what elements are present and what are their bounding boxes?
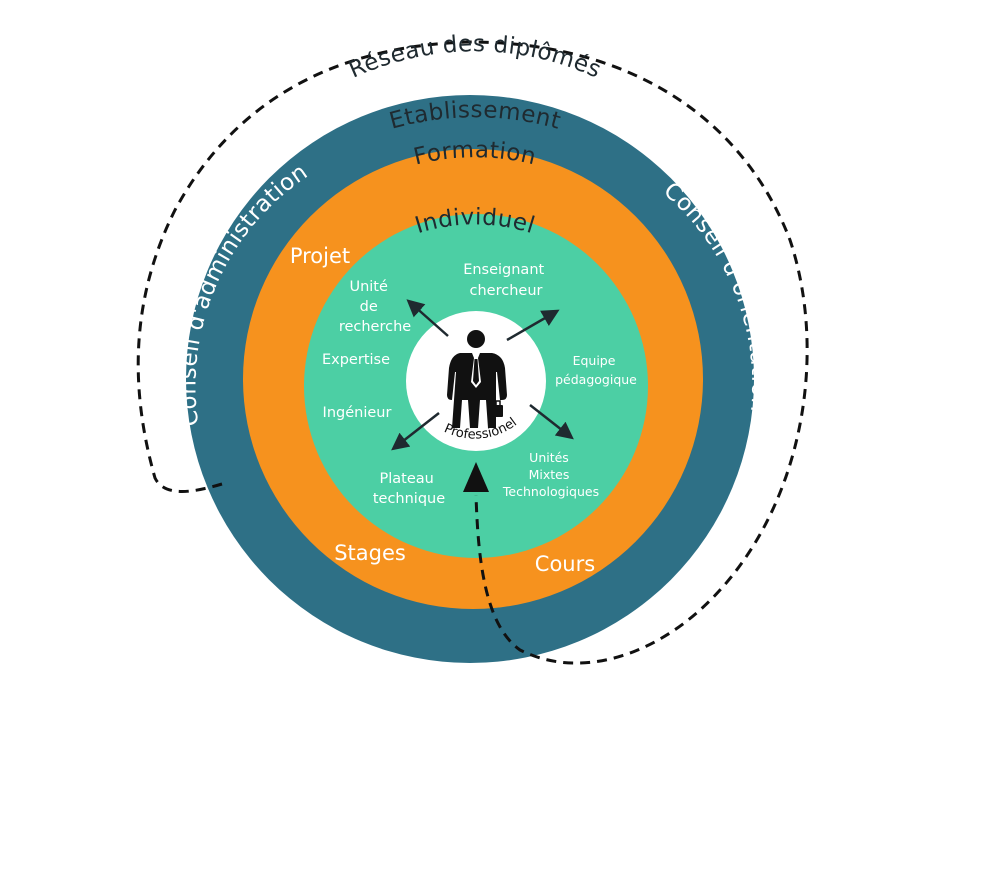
arrow-to-plateau-technique xyxy=(391,412,440,451)
network-label: Réseau des diplômés xyxy=(345,31,605,83)
unite-recherche-label: Unité de recherche xyxy=(339,279,411,335)
arrow-to-enseignant-chercheur xyxy=(506,309,560,342)
projet-label: Projet xyxy=(290,244,350,268)
unites-mixtes-technologiques-label: Unités Mixtes Technologiques xyxy=(502,450,599,499)
stages-label: Stages xyxy=(334,541,406,565)
arrow-to-unite-recherche xyxy=(406,299,449,337)
arrow-to-unites-mixtes xyxy=(529,404,574,440)
dashed-arrow-head xyxy=(463,462,489,492)
ingenieur-label: Ingénieur xyxy=(323,405,392,421)
enseignant-chercheur-label: Enseignant chercheur xyxy=(463,262,549,299)
expertise-label: Expertise xyxy=(322,352,390,368)
cours-label: Cours xyxy=(535,552,595,576)
plateau-technique-label: Plateau technique xyxy=(373,471,445,507)
equipe-pedagogique-label: Equipe pédagogique xyxy=(555,353,637,387)
businessman-icon xyxy=(447,330,507,428)
dashed-network-line xyxy=(136,40,809,665)
